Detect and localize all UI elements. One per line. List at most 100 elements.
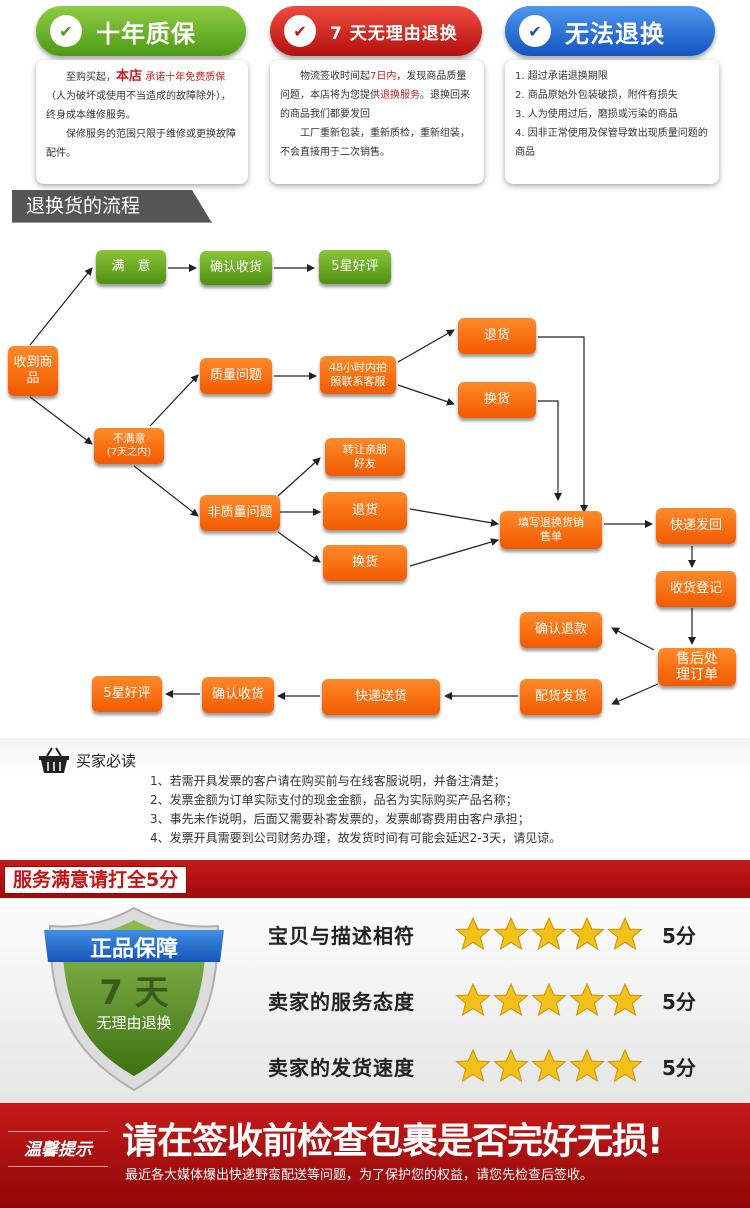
- buyer-notice: 买家必读 1、若需开具发票的客户请在购买前与在线客服说明，并备注清楚； 2、发票…: [0, 738, 750, 860]
- node-return-quality: 退货: [458, 318, 536, 354]
- seven-day-return-label: 7 天无理由退换: [330, 23, 458, 44]
- heart-check-icon: ✔: [519, 15, 551, 47]
- unsatisfied-sub: (7天之内): [106, 447, 152, 458]
- rating-label: 卖家的服务态度: [268, 989, 415, 1014]
- node-fill-form: 填写退换货销售单: [500, 511, 602, 549]
- flow-section-title: 退换货的流程: [12, 190, 212, 223]
- node-contact-48h: 48小时内拍照联系客服: [320, 356, 396, 394]
- star-icon: [531, 1048, 567, 1083]
- node-receive-register: 收货登记: [656, 571, 736, 607]
- node-ship-goods: 配货发货: [520, 679, 602, 715]
- bottom-warning-band: [0, 1103, 750, 1208]
- shield-sub-text: 无理由退换: [96, 1014, 171, 1032]
- rating-row: 卖家的发货速度 5分: [268, 1046, 696, 1086]
- node-received: 收到商品: [8, 346, 58, 396]
- star-icon: [531, 916, 567, 951]
- node-five-star: 5星好评: [319, 250, 391, 284]
- node-confirm-receipt: 确认收货: [200, 251, 272, 285]
- star-icon: [569, 982, 605, 1017]
- notice-item: 2、发票金额为订单实际支付的现金金额，品名为实际购买产品名称；: [150, 793, 518, 807]
- star-rating: [454, 916, 646, 952]
- star-icon: [455, 1048, 491, 1083]
- node-express-deliver: 快递送货: [322, 679, 440, 715]
- warranty-store-name: 本店: [116, 69, 143, 84]
- rating-label: 宝贝与描述相符: [268, 923, 415, 948]
- node-after-sales: 售后处理订单: [658, 648, 736, 686]
- return-repack-text: 工厂重新包装，重新质检，重新组装，不会直接用于二次销售。: [280, 128, 470, 158]
- return-days: 7日内: [370, 71, 397, 82]
- buyer-notice-title: 买家必读: [76, 751, 137, 770]
- ten-year-warranty-label: 十年质保: [96, 19, 196, 48]
- node-transfer: 转让亲朋好友: [325, 438, 405, 476]
- star-icon: [455, 982, 491, 1017]
- shield-badge: 正品保障 7 天 无理由退换: [44, 906, 224, 1092]
- heart-check-icon: ✔: [284, 15, 316, 47]
- star-icon: [531, 982, 567, 1017]
- rating-label: 卖家的发货速度: [268, 1055, 415, 1080]
- star-icon: [607, 982, 643, 1017]
- section-divider: [12, 222, 212, 223]
- star-icon: [493, 982, 529, 1017]
- no-return-badge: ✔ 无法退换: [505, 6, 715, 56]
- rating-value: 5分: [662, 1055, 696, 1080]
- star-icon: [455, 916, 491, 951]
- warranty-text-a: 至购买起，: [66, 72, 116, 83]
- no-return-info-box: 1. 超过承诺退换期限 2. 商品原始外包装破损，附件有损失 3. 人为使用过后…: [505, 60, 719, 184]
- star-icon: [569, 1048, 605, 1083]
- no-return-item: 1. 超过承诺退换期限: [515, 71, 608, 82]
- return-text-a: 物流签收时间起: [300, 71, 370, 82]
- buyer-notice-header: 买家必读: [38, 746, 136, 774]
- no-return-item: 2. 商品原始外包装破损，附件有损失: [515, 90, 678, 101]
- warranty-promise: 承诺十年免费质保: [142, 72, 226, 83]
- ten-year-warranty-badge: ✔ 十年质保: [36, 6, 246, 56]
- node-confirm-refund: 确认退款: [520, 612, 602, 648]
- star-rating: [454, 1048, 646, 1084]
- rating-header: 服务满意请打全5分: [4, 866, 188, 894]
- shopping-basket-icon: [39, 747, 69, 773]
- rating-row: 宝贝与描述相符 5分: [268, 914, 696, 954]
- inspect-headline: 请在签收前检查包裹是否完好无损!: [122, 1121, 663, 1162]
- rating-row: 卖家的服务态度 5分: [268, 980, 696, 1020]
- buyer-notice-list: 1、若需开具发票的客户请在购买前与在线客服说明，并备注清楚； 2、发票金额为订单…: [150, 772, 561, 848]
- rating-value: 5分: [662, 989, 696, 1014]
- node-five-star-final: 5星好评: [92, 676, 162, 712]
- node-return-non-quality: 退货: [323, 492, 407, 530]
- no-return-item: 3. 人为使用过后，磨损或污染的商品: [515, 109, 678, 120]
- unsatisfied-label: 不满意: [112, 432, 146, 445]
- star-rating: [454, 982, 646, 1018]
- warranty-info-box: 至购买起，本店 承诺十年免费质保 （人为破坏或使用不当造成的故障除外），终身成本维…: [36, 60, 248, 184]
- warm-tip-tag: 温馨提示: [8, 1131, 108, 1167]
- node-quality-issue: 质量问题: [200, 358, 272, 394]
- notice-item: 4、发票开具需要到公司财务办理，故发货时间有可能会延迟2-3天，请见谅。: [150, 831, 562, 845]
- warranty-scope: 保修服务的范围只限于维修或更换故障配件。: [46, 129, 236, 159]
- return-text-e: 。退换回来的商品我们都要发回: [280, 90, 470, 120]
- inspect-subtext: 最近各大媒体爆出快递野蛮配送等问题，为了保护您的权益，请您先检查后签收。: [125, 1168, 594, 1183]
- shield-top-text: 正品保障: [90, 936, 178, 962]
- star-icon: [607, 916, 643, 951]
- return-service: 退换服务: [380, 90, 420, 101]
- node-exchange-non-quality: 换货: [323, 545, 407, 581]
- rating-value: 5分: [662, 923, 696, 948]
- star-icon: [493, 916, 529, 951]
- seven-day-return-badge: ✔ 7 天无理由退换: [270, 6, 482, 56]
- node-express-send: 快递发回: [656, 508, 736, 544]
- star-icon: [607, 1048, 643, 1083]
- return-text-c: ，发现商品质量问题，本店将为您提供: [280, 71, 467, 101]
- warranty-text-d: （人为破坏或使用不当造成的故障除外），终身成本维修服务。: [46, 91, 231, 121]
- node-non-quality: 非质量问题: [200, 495, 280, 531]
- notice-item: 1、若需开具发票的客户请在购买前与在线客服说明，并备注清楚；: [150, 774, 506, 788]
- star-icon: [493, 1048, 529, 1083]
- heart-check-icon: ✔: [50, 15, 82, 47]
- node-satisfied: 满 意: [96, 250, 166, 284]
- node-exchange-quality: 换货: [458, 382, 536, 418]
- notice-item: 3、事先未作说明，后面又需要补寄发票的，发票邮寄费用由客户承担；: [150, 812, 530, 826]
- return-info-box: 物流签收时间起7日内，发现商品质量问题，本店将为您提供退换服务。退换回来的商品我…: [270, 60, 484, 184]
- star-icon: [569, 916, 605, 951]
- flow-arrows: [29, 264, 696, 705]
- no-return-item: 4. 因非正常使用及保管导致出现质量问题的商品: [515, 128, 708, 158]
- node-unsatisfied: 不满意 (7天之内): [94, 428, 164, 464]
- node-confirm-receipt-final: 确认收货: [202, 677, 274, 713]
- shield-days-text: 7 天: [99, 973, 169, 1013]
- no-return-label: 无法退换: [565, 19, 665, 48]
